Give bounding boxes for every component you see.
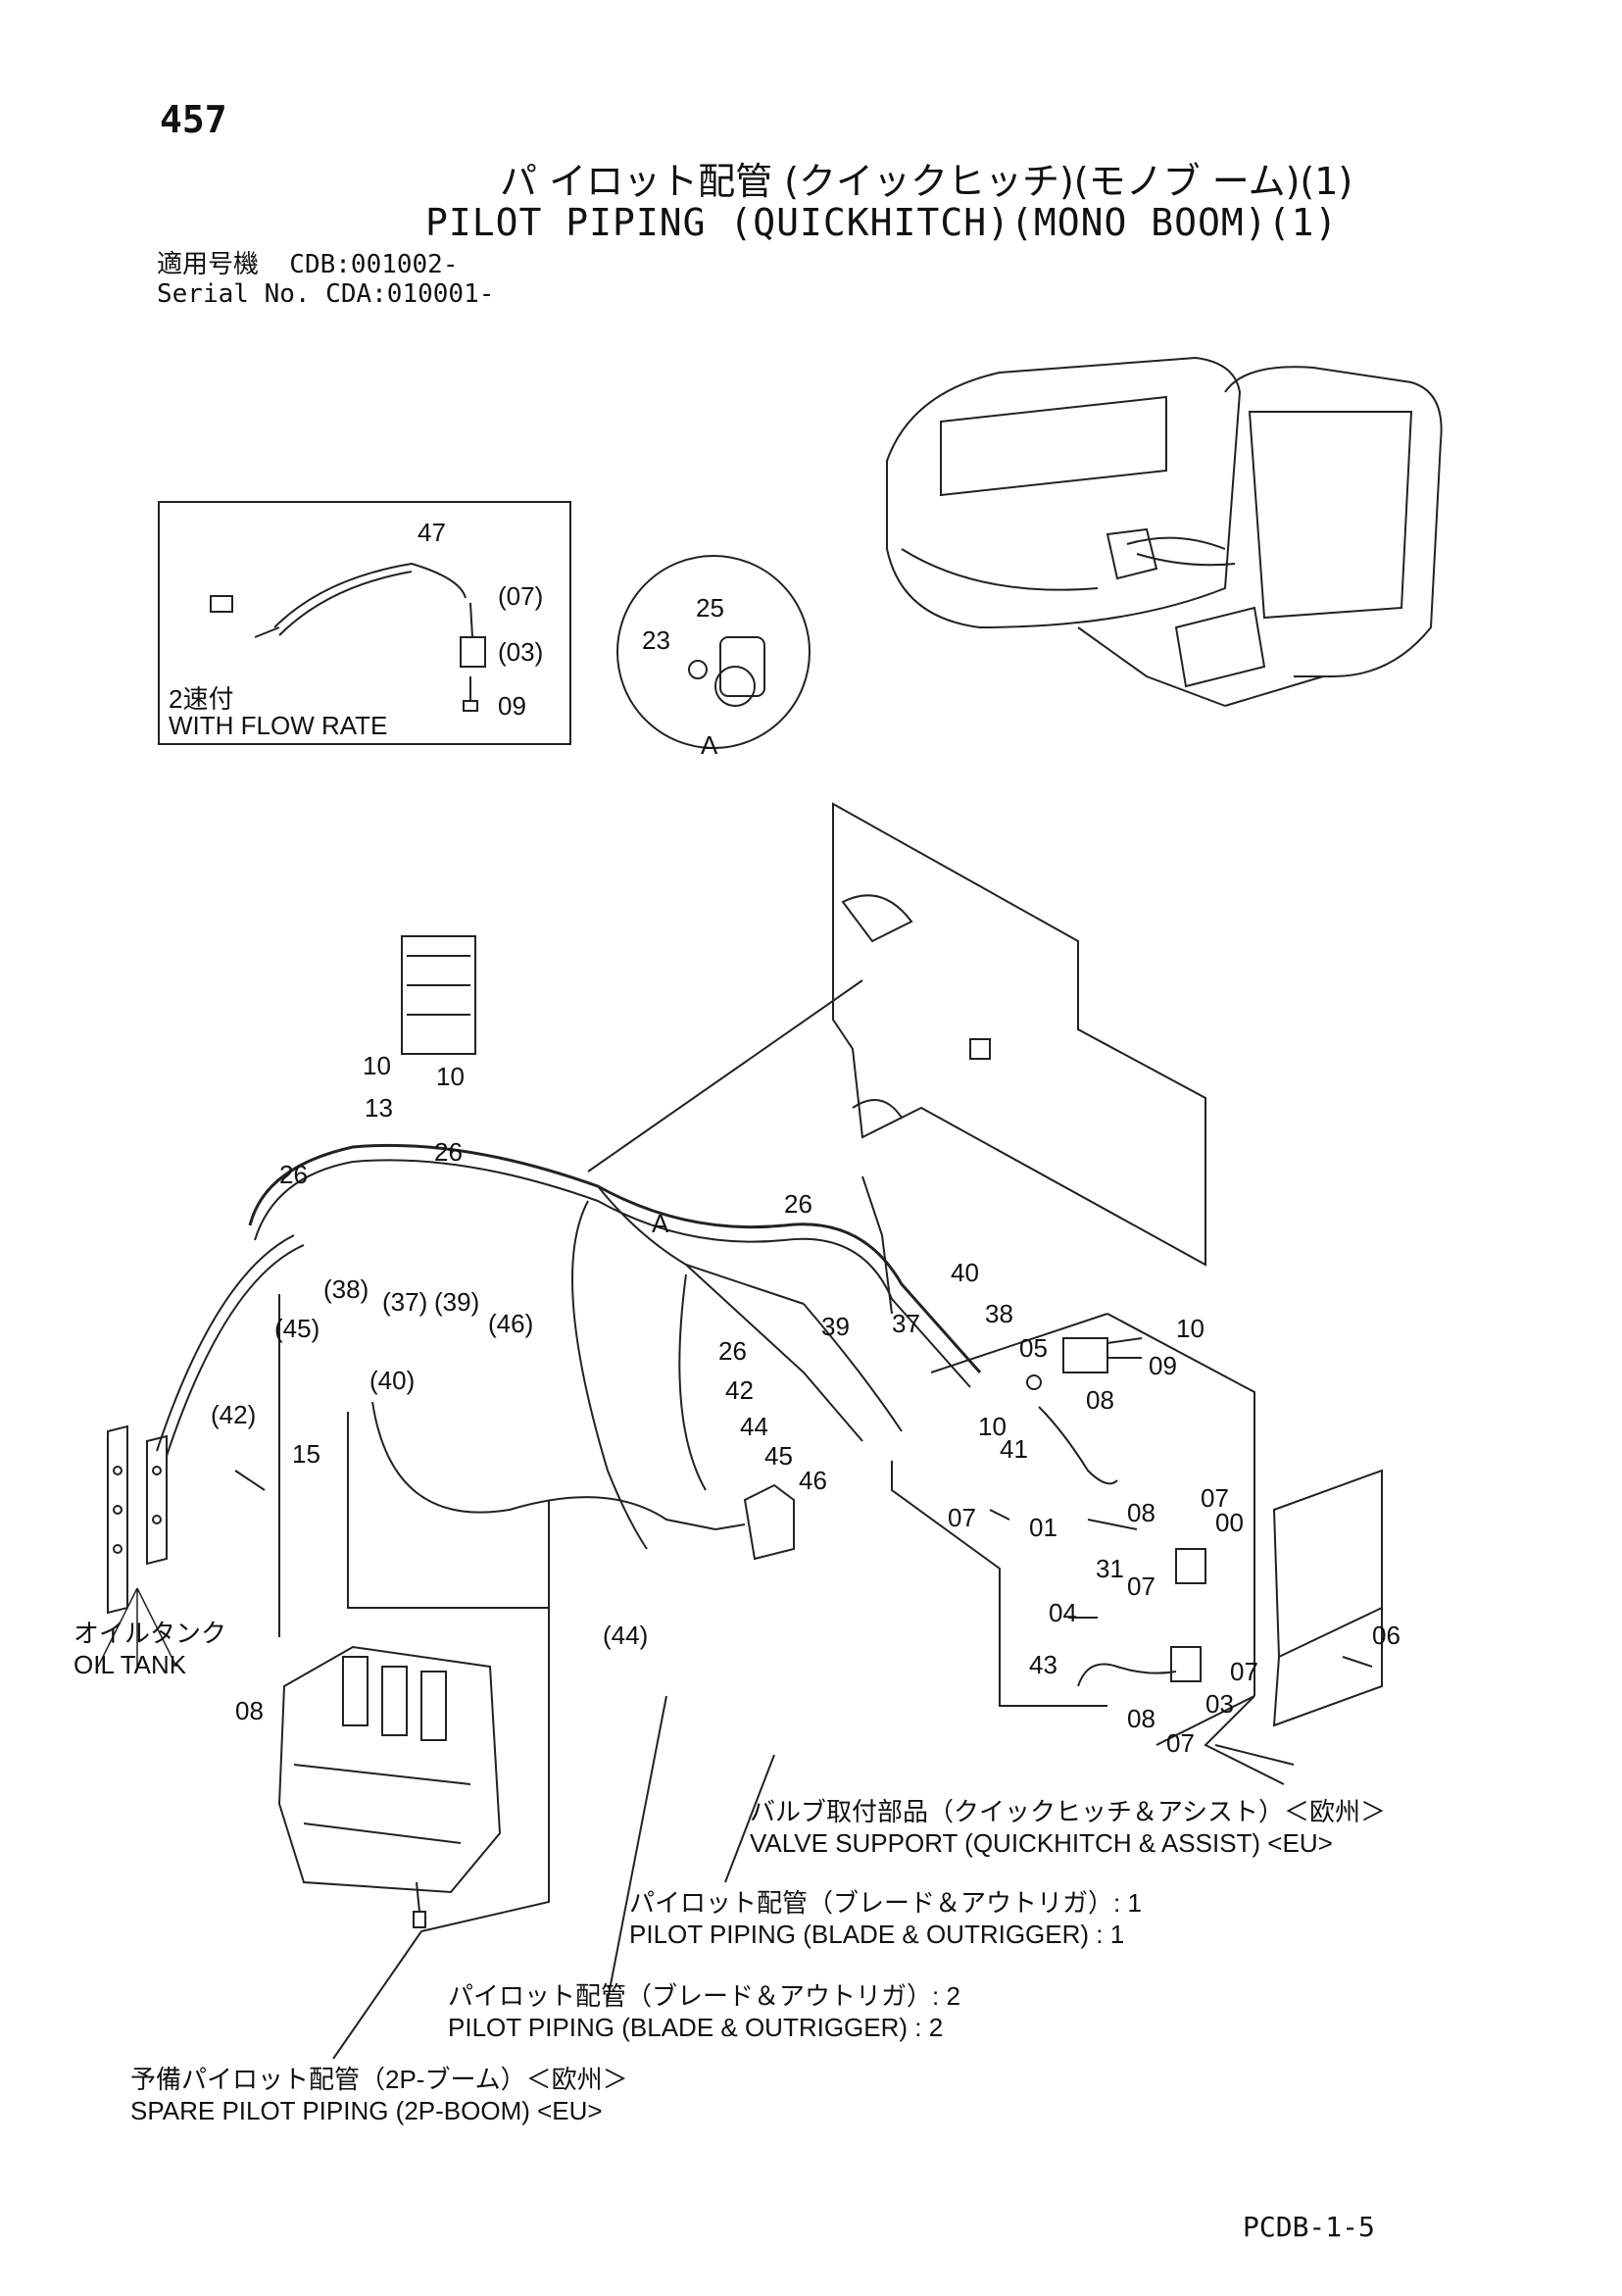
oil-tank-bracket bbox=[97, 1424, 177, 1668]
callout-43: 43 bbox=[1029, 1650, 1057, 1679]
callout-37: 37 bbox=[892, 1309, 920, 1338]
serial-line-en: Serial No. CDA:010001- bbox=[157, 279, 495, 309]
caption-valve-support-en: VALVE SUPPORT (QUICKHITCH & ASSIST) <EU> bbox=[750, 1828, 1333, 1858]
callout-31: 31 bbox=[1096, 1554, 1124, 1583]
callout-08: 08 bbox=[1086, 1385, 1114, 1415]
callout-46: 46 bbox=[799, 1466, 827, 1495]
callout-06: 06 bbox=[1372, 1621, 1401, 1650]
leader-lines bbox=[278, 979, 1295, 2060]
page-title-japanese: パ イロット配管 (クイックヒッチ)(モノブ ーム)(1) bbox=[500, 160, 1353, 203]
callout-09-inset: 09 bbox=[498, 691, 526, 721]
caption-spare-pilot-piping: 予備パイロット配管（2P-ブーム）＜欧州＞ SPARE PILOT PIPING… bbox=[130, 2064, 628, 2126]
callout-44: 44 bbox=[740, 1412, 768, 1441]
callout-47: 47 bbox=[418, 518, 446, 547]
oil-tank-label-en: OIL TANK bbox=[74, 1650, 187, 1679]
callout-26: 26 bbox=[434, 1137, 463, 1167]
caption-pilot-piping-1-jp: パイロット配管（ブレード＆アウトリガ）: 1 bbox=[629, 1888, 1142, 1918]
caption-pilot-piping-1: パイロット配管（ブレード＆アウトリガ）: 1 PILOT PIPING (BLA… bbox=[629, 1887, 1142, 1950]
caption-valve-support: バルブ取付部品（クイックヒッチ＆アシスト）＜欧州＞ VALVE SUPPORT … bbox=[750, 1796, 1386, 1859]
detail-circle-a bbox=[616, 555, 811, 749]
callout-09: 09 bbox=[1149, 1351, 1177, 1380]
callout-07: 07 bbox=[1230, 1657, 1258, 1686]
control-valve bbox=[277, 1645, 502, 1928]
callout-05: 05 bbox=[1019, 1333, 1048, 1363]
callout-04: 04 bbox=[1049, 1598, 1077, 1627]
inset-caption-jp: 2速付 bbox=[169, 684, 234, 714]
callout-07: 07 bbox=[1127, 1572, 1155, 1601]
callout-40: 40 bbox=[951, 1258, 979, 1287]
callout-39: (39) bbox=[434, 1287, 480, 1317]
callout-42: (42) bbox=[211, 1400, 257, 1429]
callout-15: 15 bbox=[292, 1439, 320, 1469]
callout-07-inset: (07) bbox=[498, 581, 544, 611]
quickhitch-valve bbox=[714, 1483, 795, 1561]
callout-07: 07 bbox=[1166, 1728, 1195, 1758]
support-bracket bbox=[1272, 1469, 1383, 1727]
valve-assembly bbox=[989, 1337, 1206, 1687]
callout-45: 45 bbox=[764, 1441, 793, 1471]
caption-spare-pilot-piping-en: SPARE PILOT PIPING (2P-BOOM) <EU> bbox=[130, 2096, 603, 2125]
callout-38: (38) bbox=[323, 1274, 369, 1304]
callout-10: 10 bbox=[436, 1062, 465, 1091]
serial-number-block: 適用号機 CDB:001002- Serial No. CDA:010001- bbox=[157, 250, 494, 309]
caption-valve-support-jp: バルブ取付部品（クイックヒッチ＆アシスト）＜欧州＞ bbox=[750, 1797, 1386, 1826]
pilot-valve-block bbox=[401, 935, 476, 1055]
serial-line-jp: 適用号機 CDB:001002- bbox=[157, 250, 459, 279]
callout-38: 38 bbox=[985, 1299, 1013, 1328]
callout-07: 07 bbox=[948, 1503, 976, 1532]
callout-23: 23 bbox=[642, 625, 670, 655]
caption-pilot-piping-1-en: PILOT PIPING (BLADE & OUTRIGGER) : 1 bbox=[629, 1920, 1125, 1949]
callout-40: (40) bbox=[369, 1366, 416, 1395]
page-number: 457 bbox=[160, 98, 227, 141]
callout-41: 41 bbox=[1000, 1434, 1028, 1464]
oil-tank-label: オイルタンク OIL TANK bbox=[74, 1618, 226, 1680]
caption-spare-pilot-piping-jp: 予備パイロット配管（2P-ブーム）＜欧州＞ bbox=[130, 2065, 628, 2094]
callout-00: 00 bbox=[1215, 1508, 1244, 1537]
hose-bundle bbox=[156, 1143, 982, 1550]
callout-03-inset: (03) bbox=[498, 637, 544, 667]
callout-39: 39 bbox=[821, 1312, 850, 1341]
callout-42: 42 bbox=[725, 1375, 754, 1405]
callout-08: 08 bbox=[235, 1696, 264, 1725]
callout-08: 08 bbox=[1127, 1498, 1155, 1527]
callout-03: 03 bbox=[1205, 1689, 1234, 1719]
callout-37: (37) bbox=[382, 1287, 428, 1317]
callout-07: 07 bbox=[1201, 1483, 1229, 1513]
callout-26: 26 bbox=[279, 1160, 308, 1189]
page-title-english: PILOT PIPING (QUICKHITCH)(MONO BOOM)(1) bbox=[425, 201, 1339, 244]
excavator-overview-drawing bbox=[886, 356, 1443, 707]
callout-25: 25 bbox=[696, 593, 724, 623]
callout-10: 10 bbox=[363, 1051, 391, 1080]
callout-26: 26 bbox=[784, 1189, 812, 1219]
inset-with-flow-rate bbox=[158, 501, 571, 745]
callout-08: 08 bbox=[1127, 1704, 1155, 1733]
callout-a: A bbox=[652, 1209, 669, 1238]
callout-10: 10 bbox=[1176, 1314, 1204, 1343]
callout-10: 10 bbox=[978, 1412, 1007, 1441]
callout-01: 01 bbox=[1029, 1513, 1057, 1542]
inset-caption-en: WITH FLOW RATE bbox=[169, 711, 388, 740]
callout-13: 13 bbox=[365, 1093, 393, 1123]
frame-plate bbox=[832, 802, 1206, 1267]
oil-tank-label-jp: オイルタンク bbox=[74, 1619, 227, 1648]
caption-pilot-piping-2-en: PILOT PIPING (BLADE & OUTRIGGER) : 2 bbox=[448, 2013, 944, 2042]
callout-46: (46) bbox=[488, 1309, 534, 1338]
callout-45: (45) bbox=[274, 1314, 320, 1343]
detail-label-a: A bbox=[701, 730, 718, 760]
caption-pilot-piping-2-jp: パイロット配管（ブレード＆アウトリガ）: 2 bbox=[448, 1981, 960, 2011]
page-code: PCDB-1-5 bbox=[1243, 2211, 1375, 2243]
callout-44: (44) bbox=[603, 1621, 649, 1650]
callout-26: 26 bbox=[718, 1336, 747, 1366]
caption-pilot-piping-2: パイロット配管（ブレード＆アウトリガ）: 2 PILOT PIPING (BLA… bbox=[448, 1980, 960, 2043]
